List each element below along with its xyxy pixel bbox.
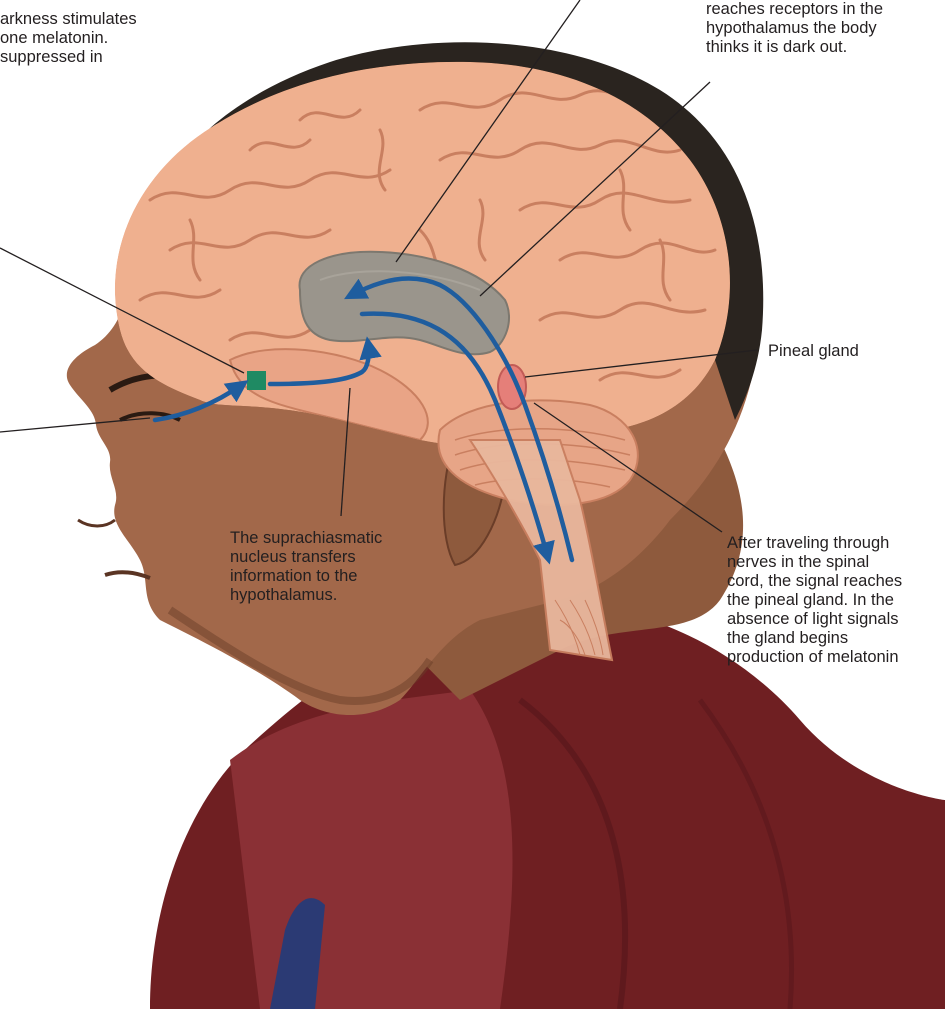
label-scn-line: The suprachiasmatic xyxy=(230,529,382,548)
suprachiasmatic-nucleus-marker xyxy=(247,371,266,390)
label-scn-line: hypothalamus. xyxy=(230,586,382,605)
label-spinal-line: nerves in the spinal xyxy=(727,553,902,572)
label-spinal-cord-signal: After traveling through nerves in the sp… xyxy=(727,534,902,667)
label-spinal-line: absence of light signals xyxy=(727,610,902,629)
label-spinal-line: the pineal gland. In the xyxy=(727,591,902,610)
label-top-left-line: suppressed in xyxy=(0,48,137,67)
label-spinal-line: cord, the signal reaches xyxy=(727,572,902,591)
label-pineal-gland-text: Pineal gland xyxy=(768,342,859,361)
nostril xyxy=(78,520,115,526)
label-spinal-line: production of melatonin xyxy=(727,648,902,667)
shirt-collar xyxy=(230,690,512,1009)
label-top-left: arkness stimulates one melatonin. suppre… xyxy=(0,10,137,67)
brain-illustration xyxy=(115,62,730,448)
lips xyxy=(105,572,150,578)
label-scn-line: nucleus transfers xyxy=(230,548,382,567)
label-spinal-line: the gland begins xyxy=(727,629,902,648)
label-top-right-line: reaches receptors in the xyxy=(706,0,883,19)
label-scn-line: information to the xyxy=(230,567,382,586)
label-pineal-gland: Pineal gland xyxy=(768,342,859,361)
label-top-left-line: one melatonin. xyxy=(0,29,137,48)
label-top-right-line: hypothalamus the body xyxy=(706,19,883,38)
label-top-right: reaches receptors in the hypothalamus th… xyxy=(706,0,883,57)
label-suprachiasmatic-nucleus: The suprachiasmatic nucleus transfers in… xyxy=(230,529,382,605)
label-top-right-line: thinks it is dark out. xyxy=(706,38,883,57)
label-spinal-line: After traveling through xyxy=(727,534,902,553)
label-top-left-line: arkness stimulates xyxy=(0,10,137,29)
